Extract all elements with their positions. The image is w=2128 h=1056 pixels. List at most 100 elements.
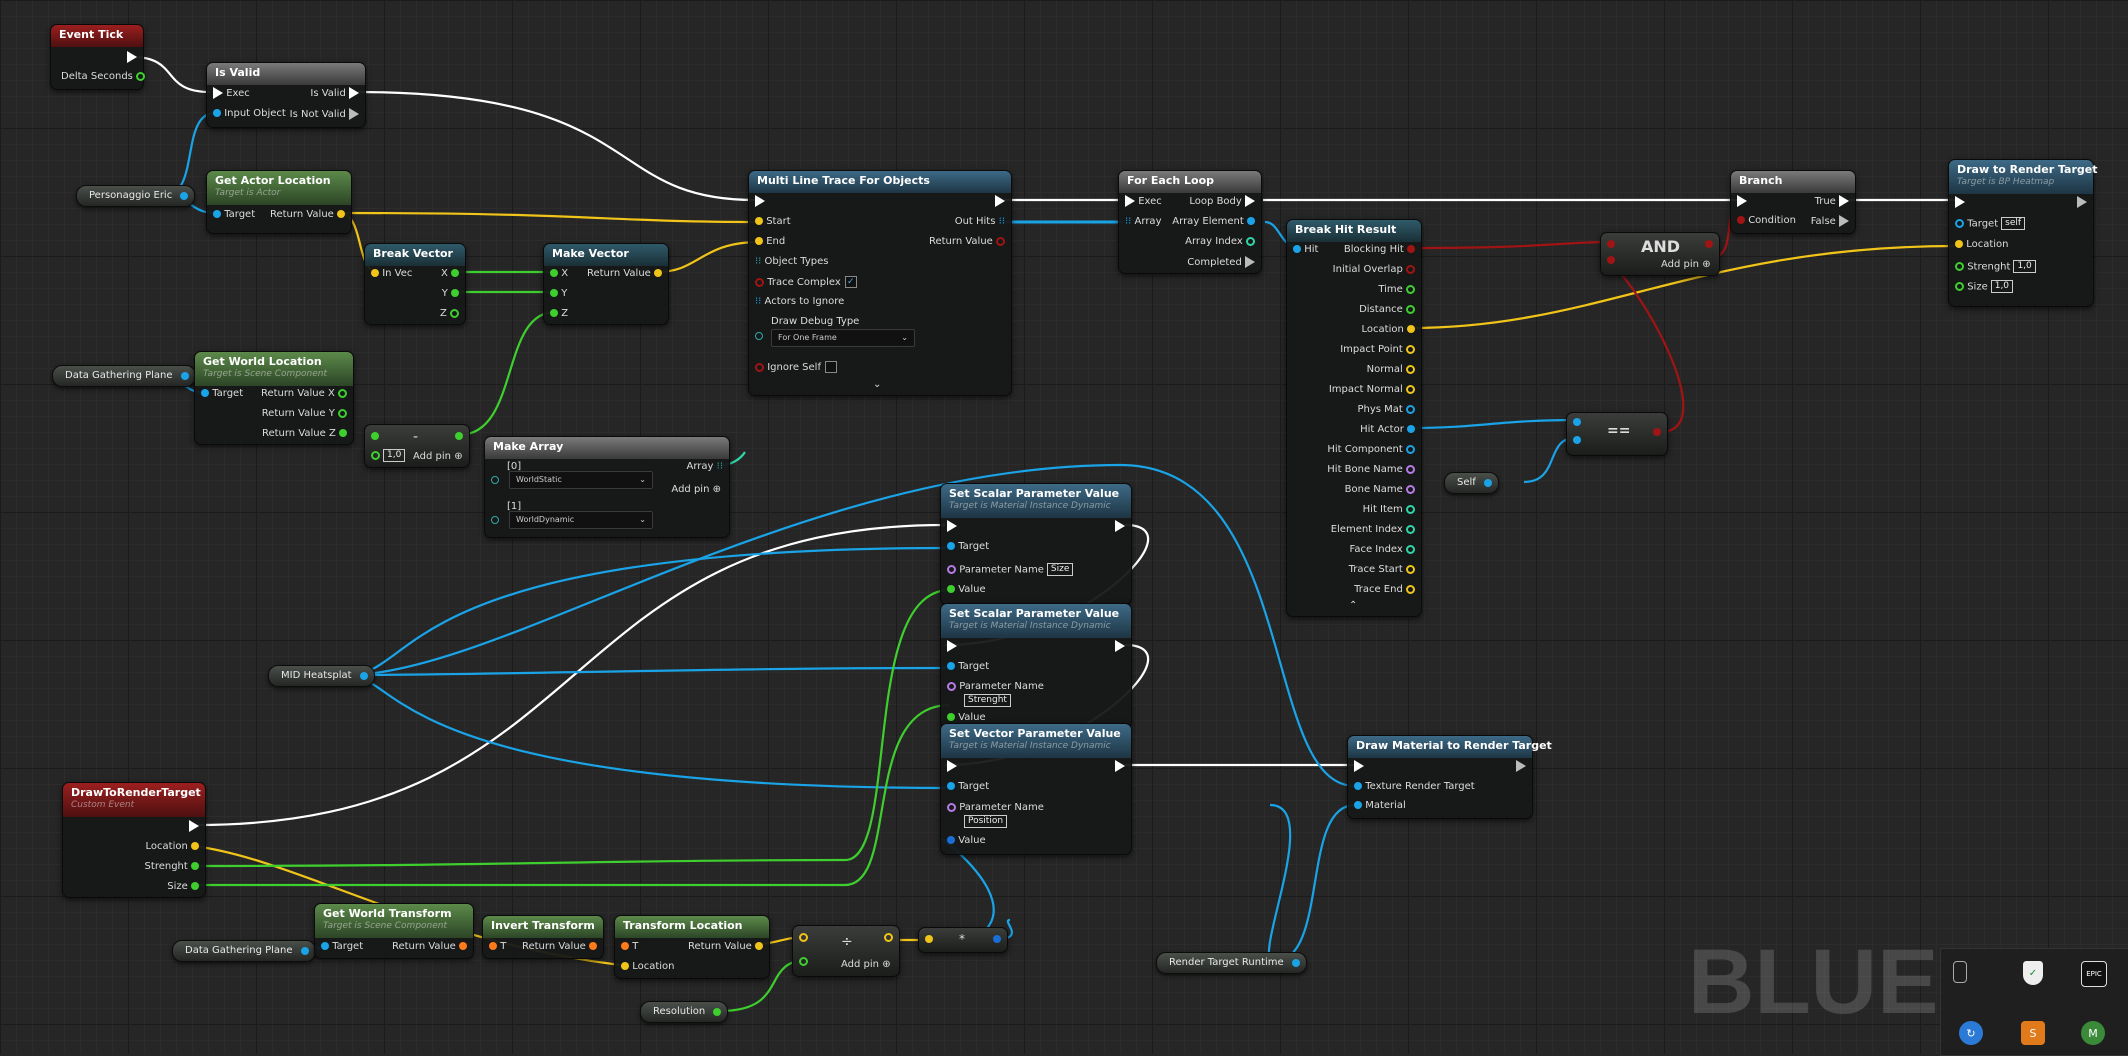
location-pin[interactable]: Location bbox=[1362, 324, 1415, 336]
target-self-field[interactable]: self bbox=[2001, 217, 2026, 230]
input-object-pin[interactable]: Input Object bbox=[213, 108, 286, 120]
time-pin[interactable]: Time bbox=[1378, 284, 1415, 296]
b-pin[interactable] bbox=[799, 956, 808, 968]
parameter-name-value-pin[interactable]: Strenght bbox=[961, 694, 1011, 708]
a-pin[interactable] bbox=[1573, 417, 1581, 429]
false-pin[interactable]: False bbox=[1811, 215, 1849, 228]
exec-in-pin[interactable] bbox=[1737, 195, 1747, 208]
make-vector-node[interactable]: Make Vector X Return Value Y Z bbox=[543, 243, 669, 325]
trace-complex-pin[interactable]: Trace Complex✓ bbox=[755, 276, 857, 289]
array-in-pin[interactable]: ⁝⁝ Array bbox=[1125, 216, 1161, 228]
exec-out-pin[interactable] bbox=[127, 51, 137, 64]
return-value-pin[interactable]: Return Value bbox=[522, 941, 597, 953]
invert-transform-node[interactable]: Invert Transform T Return Value bbox=[482, 915, 604, 959]
b-pin[interactable]: 1,0 bbox=[371, 449, 406, 463]
add-pin-button[interactable]: Add pin ⊕ bbox=[1661, 259, 1711, 270]
equal-node[interactable]: == bbox=[1566, 412, 1668, 456]
for-each-loop-node[interactable]: For Each Loop Exec Loop Body ⁝⁝ Array Ar… bbox=[1118, 170, 1262, 274]
z-pin[interactable]: Z bbox=[550, 308, 568, 320]
exec-out-pin[interactable] bbox=[189, 820, 199, 833]
branch-node[interactable]: Branch True Condition False bbox=[1730, 170, 1856, 234]
ignore-self-pin[interactable]: Ignore Self bbox=[755, 361, 837, 374]
index-1-pin[interactable] bbox=[491, 515, 499, 527]
object-types-pin[interactable]: ⁝⁝ Object Types bbox=[755, 256, 828, 268]
render-target-runtime-variable[interactable]: Render Target Runtime bbox=[1156, 952, 1307, 974]
exec-in-pin[interactable]: Exec bbox=[213, 87, 250, 100]
value-pin[interactable]: Value bbox=[947, 584, 986, 596]
world-dynamic-dropdown[interactable]: WorldDynamic⌄ bbox=[509, 511, 653, 529]
return-value-pin[interactable]: Return Value bbox=[929, 236, 1005, 248]
hit-component-pin[interactable]: Hit Component bbox=[1327, 444, 1415, 456]
target-pin[interactable]: Target bbox=[947, 541, 989, 553]
is-valid-node[interactable]: Is Valid Exec Is Valid Input Object Is N… bbox=[206, 62, 366, 128]
completed-pin[interactable]: Completed bbox=[1187, 256, 1255, 269]
actors-to-ignore-pin[interactable]: ⁝⁝ Actors to Ignore bbox=[755, 296, 844, 308]
y-pin[interactable]: Y bbox=[550, 288, 567, 300]
parameter-name-field[interactable]: Position bbox=[964, 815, 1008, 828]
self-variable[interactable]: Self bbox=[1444, 472, 1499, 494]
result-pin[interactable] bbox=[1705, 239, 1713, 251]
return-value-pin[interactable]: Return Value bbox=[392, 941, 467, 953]
impact-point-pin[interactable]: Impact Point bbox=[1340, 344, 1415, 356]
add-pin-button[interactable]: Add pin ⊕ bbox=[671, 484, 721, 495]
hit-bone-name-pin[interactable]: Hit Bone Name bbox=[1327, 464, 1415, 476]
parameter-name-value-pin[interactable]: Position bbox=[961, 815, 1008, 829]
result-pin[interactable] bbox=[884, 932, 893, 944]
x-pin[interactable]: X bbox=[550, 268, 568, 280]
x-pin[interactable]: X bbox=[441, 268, 459, 280]
draw-debug-type-pin[interactable] bbox=[755, 331, 763, 343]
exec-out-pin[interactable] bbox=[1115, 520, 1125, 533]
value-pin[interactable]: Value bbox=[947, 712, 986, 724]
exec-in-pin[interactable] bbox=[947, 760, 957, 773]
normal-pin[interactable]: Normal bbox=[1367, 364, 1415, 376]
exec-in-pin[interactable] bbox=[947, 640, 957, 653]
strenght-value-field[interactable]: 1,0 bbox=[2013, 260, 2036, 273]
target-pin[interactable]: Target bbox=[321, 941, 363, 953]
a-pin[interactable] bbox=[799, 932, 808, 944]
trace-complex-checkbox[interactable]: ✓ bbox=[844, 276, 857, 288]
mid-heatsplat-variable[interactable]: MID Heatsplat bbox=[268, 665, 375, 687]
make-array-node[interactable]: Make Array [0] WorldStatic⌄ [1] WorldDyn… bbox=[484, 436, 730, 538]
trace-start-pin[interactable]: Trace Start bbox=[1349, 564, 1415, 576]
a-pin[interactable] bbox=[371, 431, 379, 443]
exec-in-pin[interactable]: Exec bbox=[1125, 195, 1162, 208]
t-pin[interactable]: T bbox=[489, 941, 506, 953]
element-index-pin[interactable]: Element Index bbox=[1331, 524, 1415, 536]
return-x-pin[interactable]: Return Value X bbox=[261, 388, 347, 400]
multi-line-trace-node[interactable]: Multi Line Trace For Objects Start Out H… bbox=[748, 170, 1012, 396]
index-0-pin[interactable] bbox=[491, 475, 499, 487]
parameter-name-pin[interactable]: Parameter Name bbox=[947, 802, 1044, 814]
data-gathering-plane-variable-2[interactable]: Data Gathering Plane bbox=[172, 940, 316, 962]
return-z-pin[interactable]: Return Value Z bbox=[262, 428, 347, 440]
collapse-chevron-icon[interactable]: ⌃ bbox=[1349, 600, 1358, 611]
exec-in-pin[interactable] bbox=[755, 195, 765, 208]
exec-out-pin[interactable] bbox=[1115, 760, 1125, 773]
material-pin[interactable]: Material bbox=[1354, 800, 1406, 812]
add-pin-button[interactable]: Add pin ⊕ bbox=[413, 451, 463, 462]
texture-render-target-pin[interactable]: Texture Render Target bbox=[1354, 781, 1475, 793]
target-pin[interactable]: Target bbox=[947, 661, 989, 673]
divide-node[interactable]: ÷ Add pin ⊕ bbox=[792, 925, 900, 977]
trace-end-pin[interactable]: Trace End bbox=[1354, 584, 1415, 596]
in-vec-pin[interactable]: In Vec bbox=[371, 268, 412, 280]
personaggio-eric-variable[interactable]: Personaggio Eric bbox=[76, 185, 196, 207]
transform-location-node[interactable]: Transform Location T Return Value Locati… bbox=[614, 915, 770, 979]
strenght-pin[interactable]: Strenght bbox=[145, 861, 199, 873]
target-pin[interactable]: Target bbox=[213, 209, 255, 221]
usb-icon[interactable] bbox=[1953, 961, 1967, 983]
refresh-icon[interactable]: ↻ bbox=[1959, 1021, 1983, 1045]
parameter-name-pin[interactable]: Parameter Name bbox=[947, 681, 1044, 693]
impact-normal-pin[interactable]: Impact Normal bbox=[1329, 384, 1415, 396]
multiply-node[interactable]: * bbox=[918, 927, 1008, 953]
size-pin[interactable]: Size bbox=[167, 881, 199, 893]
location-pin[interactable]: Location bbox=[146, 841, 199, 853]
value-pin[interactable]: Value bbox=[947, 835, 986, 847]
face-index-pin[interactable]: Face Index bbox=[1349, 544, 1415, 556]
is-valid-pin[interactable]: Is Valid bbox=[310, 87, 359, 100]
